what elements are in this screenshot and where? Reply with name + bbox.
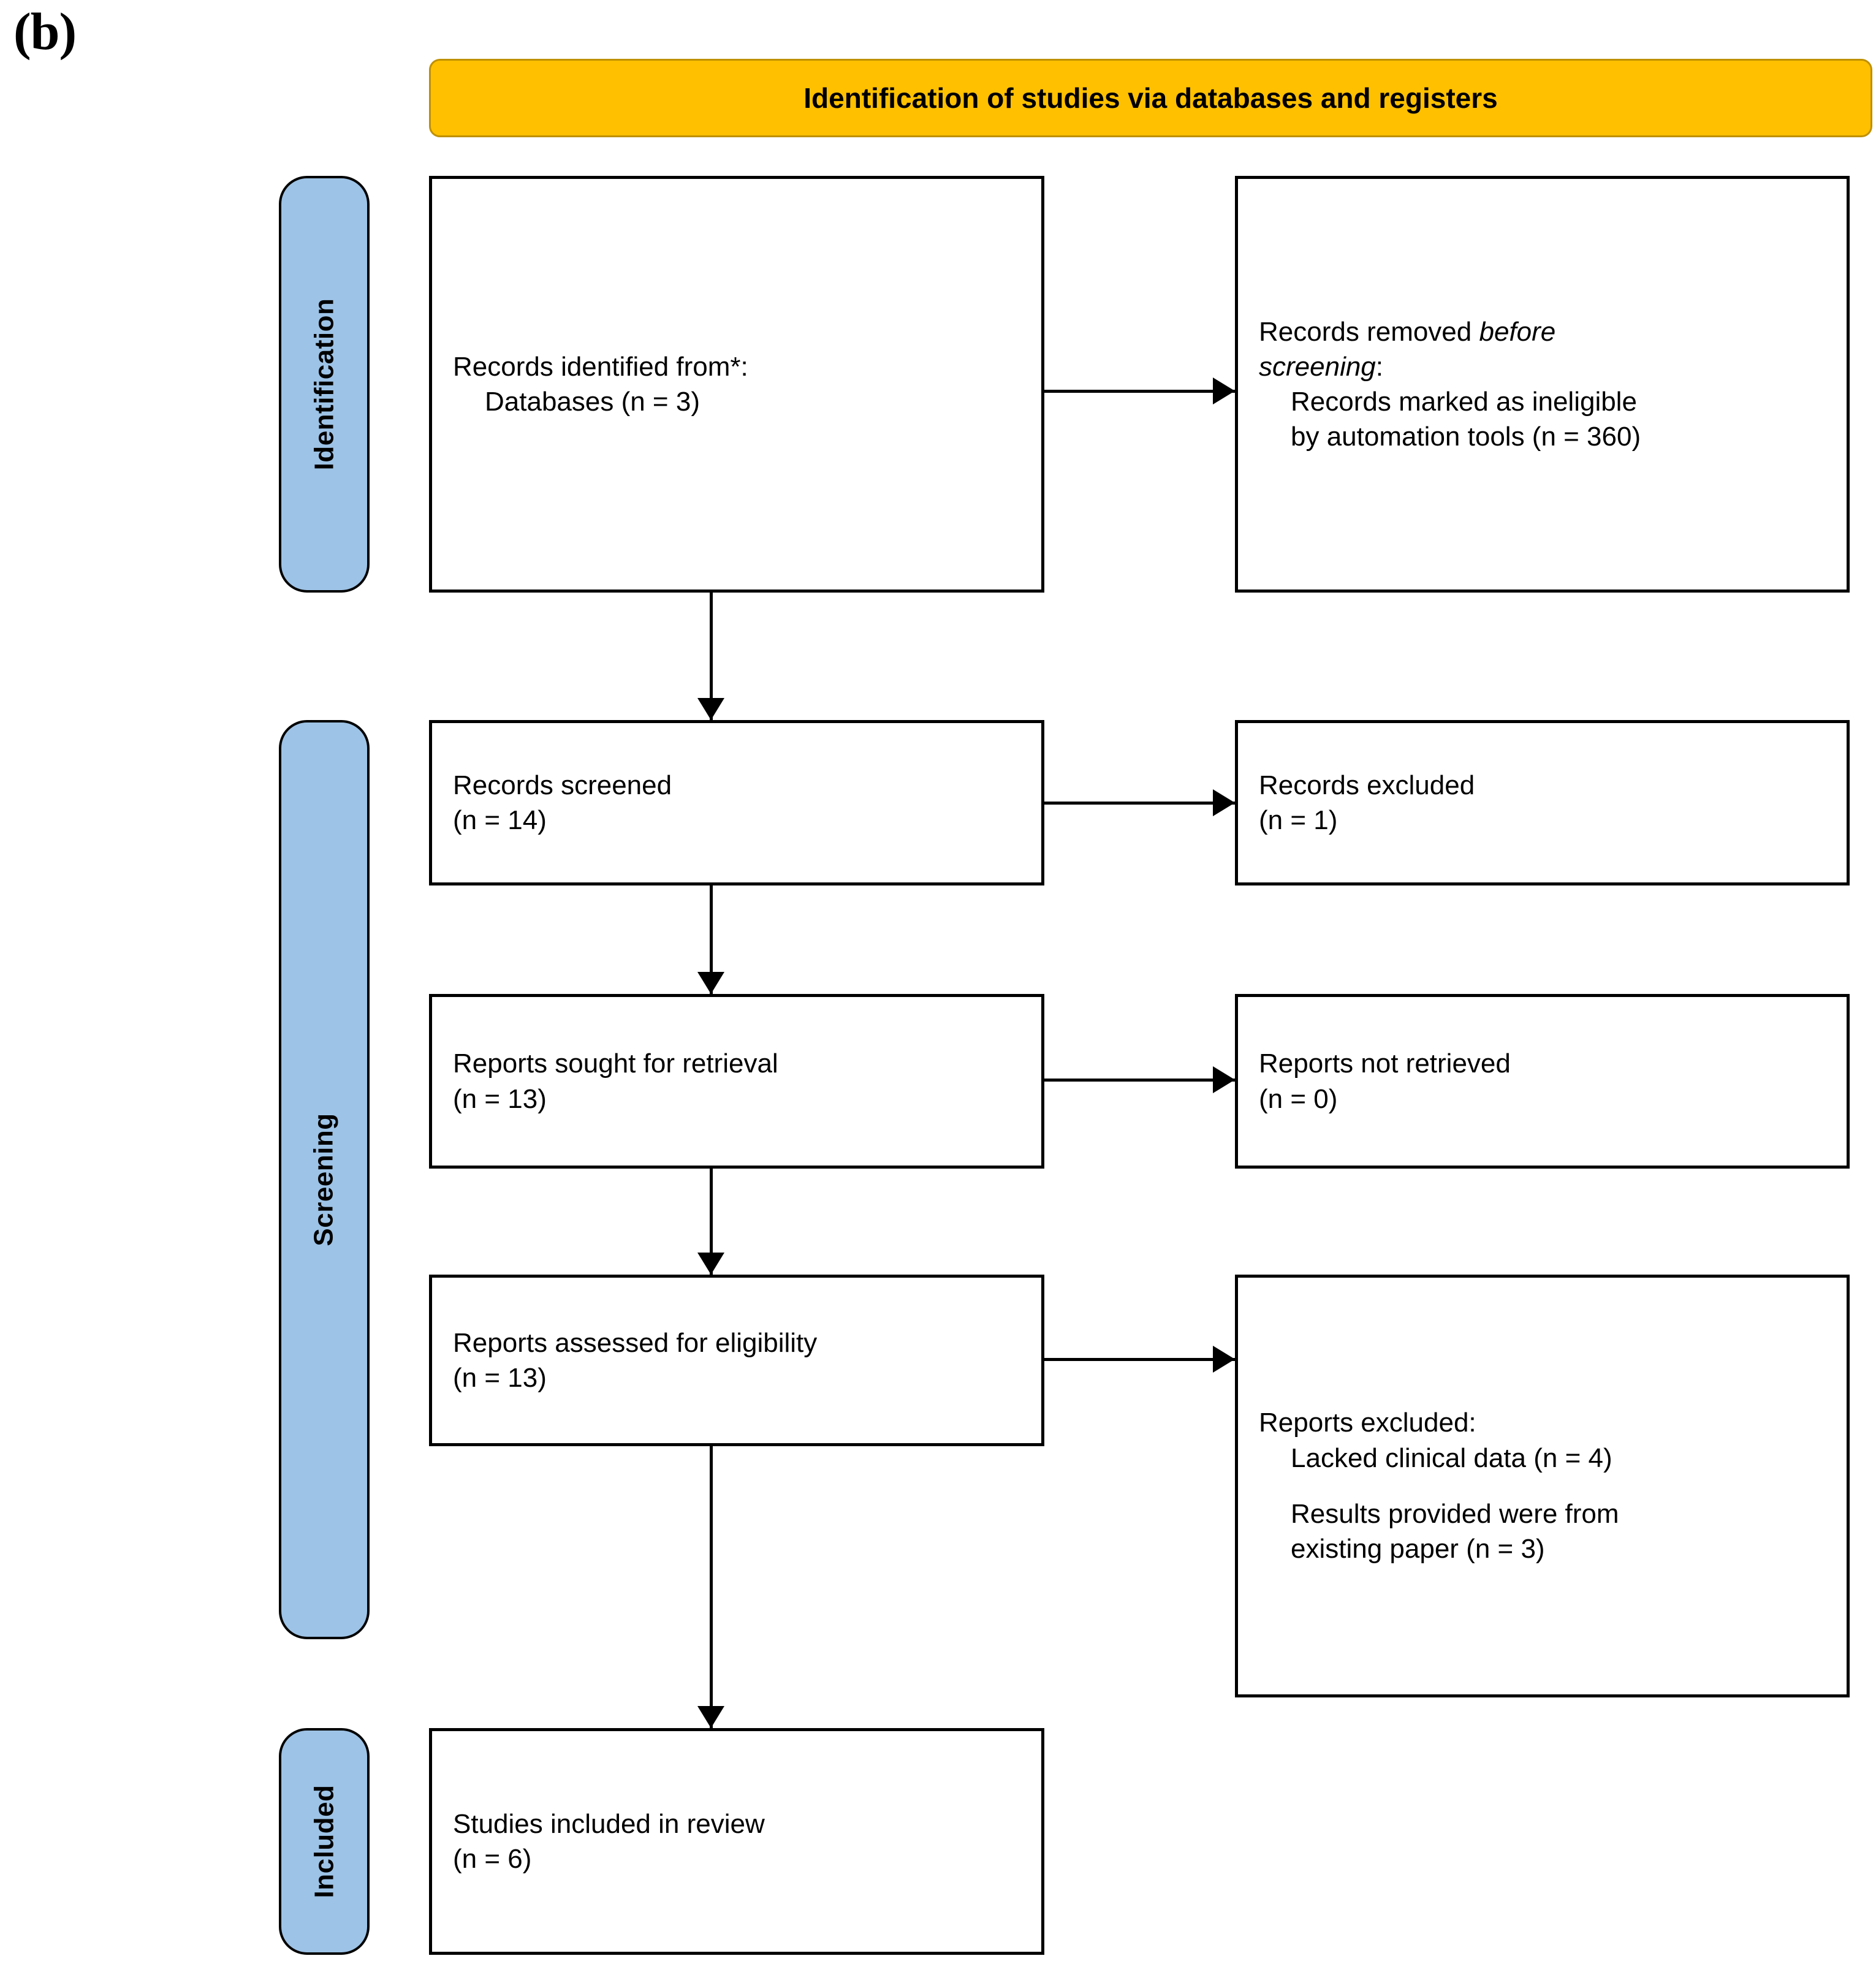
box-reports-excluded: Reports excluded: Lacked clinical data (… xyxy=(1235,1275,1850,1697)
arrow-head-right-icon xyxy=(1213,1066,1235,1093)
stage-label-identification: Identification xyxy=(309,298,339,471)
identification-banner: Identification of studies via databases … xyxy=(429,59,1872,137)
arrow-head-down-icon xyxy=(697,1706,724,1728)
records-excluded-line2: (n = 1) xyxy=(1259,805,1338,835)
box-records-screened: Records screened (n = 14) xyxy=(429,720,1044,885)
arrow-shaft xyxy=(1044,1079,1235,1082)
arrow-head-down-icon xyxy=(697,972,724,994)
stage-pill-screening: Screening xyxy=(279,720,370,1639)
records-removed-line2: screening: xyxy=(1259,349,1826,384)
box-studies-included: Studies included in review (n = 6) xyxy=(429,1728,1044,1955)
records-excluded-line1: Records excluded xyxy=(1259,770,1475,800)
arrow-shaft xyxy=(1044,1358,1235,1361)
records-removed-line3: Records marked as ineligible xyxy=(1291,387,1637,417)
stage-pill-identification: Identification xyxy=(279,176,370,593)
box-records-removed: Records removed before screening: Record… xyxy=(1235,176,1850,593)
records-removed-screening-emphasis: screening xyxy=(1259,351,1376,382)
reports-excluded-line4: existing paper (n = 3) xyxy=(1291,1534,1545,1564)
arrow-sought-to-assessed xyxy=(697,1169,724,1275)
arrow-sought-to-not-retrieved xyxy=(1044,1066,1235,1093)
reports-sought-line2: (n = 13) xyxy=(453,1083,547,1114)
reports-not-retrieved-line1: Reports not retrieved xyxy=(1259,1048,1511,1079)
arrow-head-down-icon xyxy=(697,1253,724,1275)
arrow-shaft xyxy=(710,1446,713,1728)
box-reports-not-retrieved: Reports not retrieved (n = 0) xyxy=(1235,994,1850,1169)
box-reports-sought: Reports sought for retrieval (n = 13) xyxy=(429,994,1044,1169)
arrow-identified-to-screened xyxy=(697,593,724,720)
arrow-head-right-icon xyxy=(1213,377,1235,404)
records-removed-line1: Records removed before xyxy=(1259,314,1826,349)
arrow-screened-to-sought xyxy=(697,885,724,994)
panel-label: (b) xyxy=(13,2,77,61)
box-records-excluded: Records excluded (n = 1) xyxy=(1235,720,1850,885)
arrow-assessed-to-included xyxy=(697,1446,724,1728)
arrow-identified-to-removed xyxy=(1044,377,1235,404)
records-removed-line4: by automation tools (n = 360) xyxy=(1291,422,1641,452)
studies-included-line1: Studies included in review xyxy=(453,1808,765,1839)
reports-assessed-line2: (n = 13) xyxy=(453,1363,547,1393)
banner-title: Identification of studies via databases … xyxy=(803,82,1498,114)
records-removed-line1-text: Records removed xyxy=(1259,316,1479,347)
arrow-head-right-icon xyxy=(1213,789,1235,816)
records-removed-before-emphasis: before xyxy=(1479,316,1556,347)
studies-included-line2: (n = 6) xyxy=(453,1844,532,1874)
reports-excluded-spacer xyxy=(1259,1476,1826,1496)
reports-sought-line1: Reports sought for retrieval xyxy=(453,1048,778,1079)
box-reports-assessed: Reports assessed for eligibility (n = 13… xyxy=(429,1275,1044,1446)
records-identified-line1: Records identified from*: xyxy=(453,351,748,382)
arrow-shaft xyxy=(1044,390,1235,393)
records-screened-line2: (n = 14) xyxy=(453,805,547,835)
stage-pill-included: Included xyxy=(279,1728,370,1955)
reports-not-retrieved-line2: (n = 0) xyxy=(1259,1083,1338,1114)
arrow-screened-to-excluded xyxy=(1044,789,1235,816)
records-screened-line1: Records screened xyxy=(453,770,672,800)
arrow-shaft xyxy=(1044,802,1235,805)
arrow-shaft xyxy=(710,885,713,994)
stage-label-screening: Screening xyxy=(309,1113,339,1246)
arrow-shaft xyxy=(710,593,713,720)
reports-excluded-line2: Lacked clinical data (n = 4) xyxy=(1291,1443,1612,1473)
stage-label-included: Included xyxy=(309,1784,339,1898)
reports-assessed-line1: Reports assessed for eligibility xyxy=(453,1327,818,1358)
reports-excluded-line1: Reports excluded: xyxy=(1259,1408,1476,1438)
arrow-head-right-icon xyxy=(1213,1346,1235,1373)
arrow-head-down-icon xyxy=(697,698,724,720)
records-identified-line2: Databases (n = 3) xyxy=(485,387,700,417)
box-records-identified: Records identified from*: Databases (n =… xyxy=(429,176,1044,593)
records-removed-colon: : xyxy=(1375,351,1384,382)
arrow-assessed-to-reports-excluded xyxy=(1044,1346,1235,1373)
arrow-shaft xyxy=(710,1169,713,1275)
reports-excluded-line3: Results provided were from xyxy=(1291,1499,1619,1530)
